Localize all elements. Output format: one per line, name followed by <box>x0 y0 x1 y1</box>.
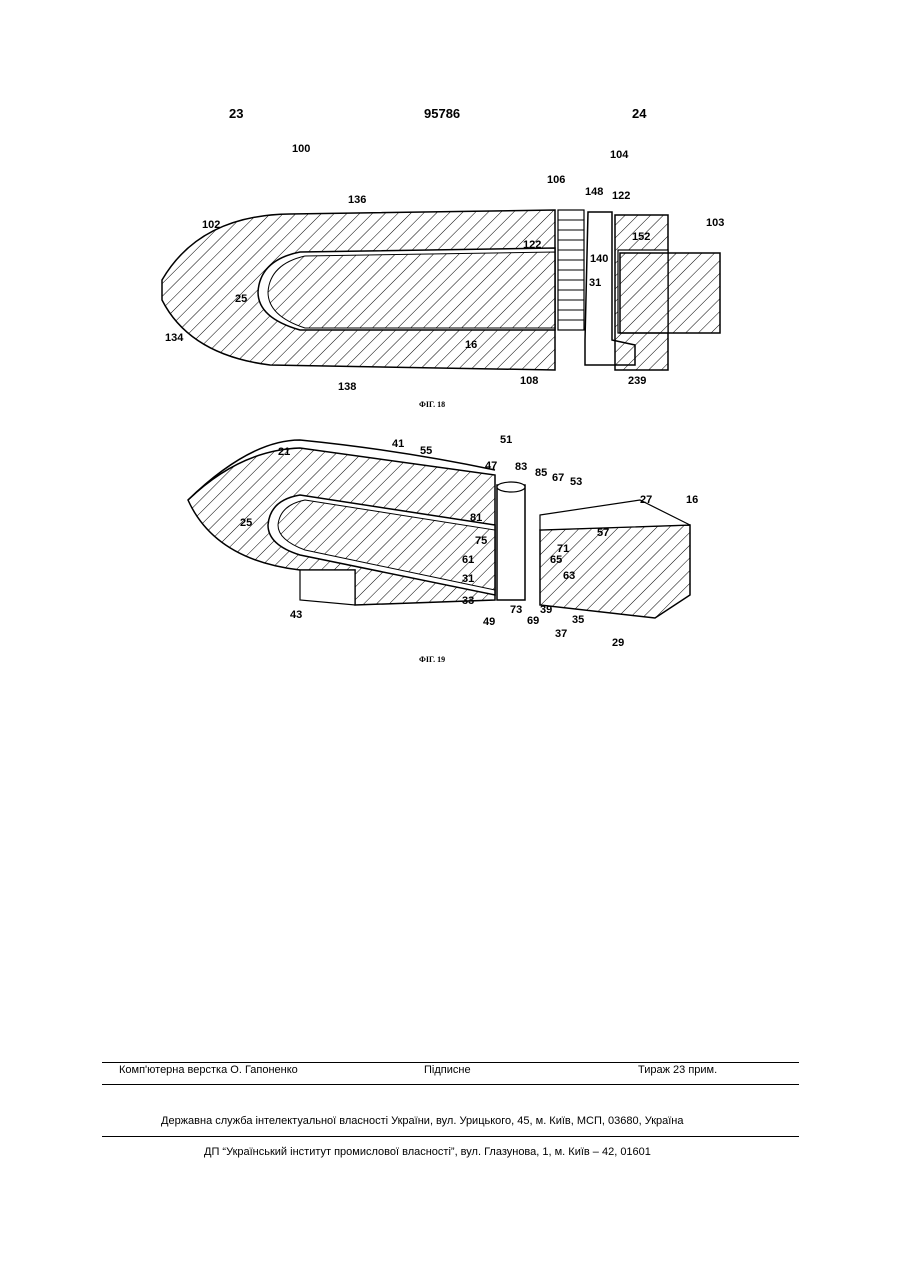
label-75: 75 <box>475 535 487 547</box>
figure-18-caption: ФІГ. 18 <box>419 400 445 409</box>
label-100: 100 <box>292 143 310 155</box>
lock-pin <box>497 485 525 600</box>
footer-rule-middle <box>102 1084 799 1085</box>
label-53: 53 <box>570 476 582 488</box>
label-104: 104 <box>610 149 629 161</box>
footer-institute: ДП “Український інститут промислової вла… <box>204 1146 651 1158</box>
footer-layout: Комп'ютерна верстка О. Гапоненко <box>119 1064 298 1076</box>
base-43 <box>300 570 355 605</box>
label-136: 136 <box>348 194 366 206</box>
footer-signed: Підписне <box>424 1064 471 1076</box>
label-108: 108 <box>520 375 538 387</box>
label-57: 57 <box>597 527 609 539</box>
label-55: 55 <box>420 445 432 457</box>
label-33: 33 <box>462 595 474 607</box>
label-103: 103 <box>706 217 724 229</box>
label-43: 43 <box>290 609 302 621</box>
label-83: 83 <box>515 461 527 473</box>
label-51: 51 <box>500 434 512 446</box>
label-122b: 122 <box>523 239 541 251</box>
label-27: 27 <box>640 494 652 506</box>
label-31: 31 <box>462 573 474 585</box>
label-73: 73 <box>510 604 522 616</box>
label-35: 35 <box>572 614 584 626</box>
footer-rule-bottom <box>102 1136 799 1137</box>
label-65: 65 <box>550 554 562 566</box>
label-85: 85 <box>535 467 547 479</box>
label-152: 152 <box>632 231 650 243</box>
label-63: 63 <box>563 570 575 582</box>
label-16: 16 <box>686 494 698 506</box>
figure-19-caption: ФІГ. 19 <box>419 655 445 664</box>
label-67: 67 <box>552 472 564 484</box>
label-122a: 122 <box>612 190 630 202</box>
footer-rule-top <box>102 1062 799 1063</box>
label-69: 69 <box>527 615 539 627</box>
label-148: 148 <box>585 186 603 198</box>
label-81: 81 <box>470 512 482 524</box>
label-47: 47 <box>485 460 497 472</box>
label-106: 106 <box>547 174 565 186</box>
label-16: 16 <box>465 339 477 351</box>
label-39: 39 <box>540 604 552 616</box>
label-25: 25 <box>235 293 247 305</box>
footer-agency: Державна служба інтелектуальної власност… <box>161 1115 684 1127</box>
adapter-nose-hatch <box>268 252 555 328</box>
label-41: 41 <box>392 438 404 450</box>
label-140: 140 <box>590 253 608 265</box>
adapter-top <box>540 500 690 530</box>
label-25: 25 <box>240 517 252 529</box>
figure-19-drawing: 21 41 55 51 47 83 85 67 53 27 16 81 75 2… <box>0 420 901 670</box>
label-37: 37 <box>555 628 567 640</box>
label-29: 29 <box>612 637 624 649</box>
label-31: 31 <box>589 277 601 289</box>
lock-pin-top <box>497 482 525 492</box>
label-102: 102 <box>202 219 220 231</box>
label-49: 49 <box>483 616 495 628</box>
adapter-base <box>620 253 720 333</box>
figure-18-drawing: 100 104 106 148 122 102 136 122 152 103 … <box>0 0 901 420</box>
label-134: 134 <box>165 332 184 344</box>
label-21: 21 <box>278 446 290 458</box>
footer-circulation: Тираж 23 прим. <box>638 1064 717 1076</box>
label-61: 61 <box>462 554 474 566</box>
label-138: 138 <box>338 381 356 393</box>
label-239: 239 <box>628 375 646 387</box>
